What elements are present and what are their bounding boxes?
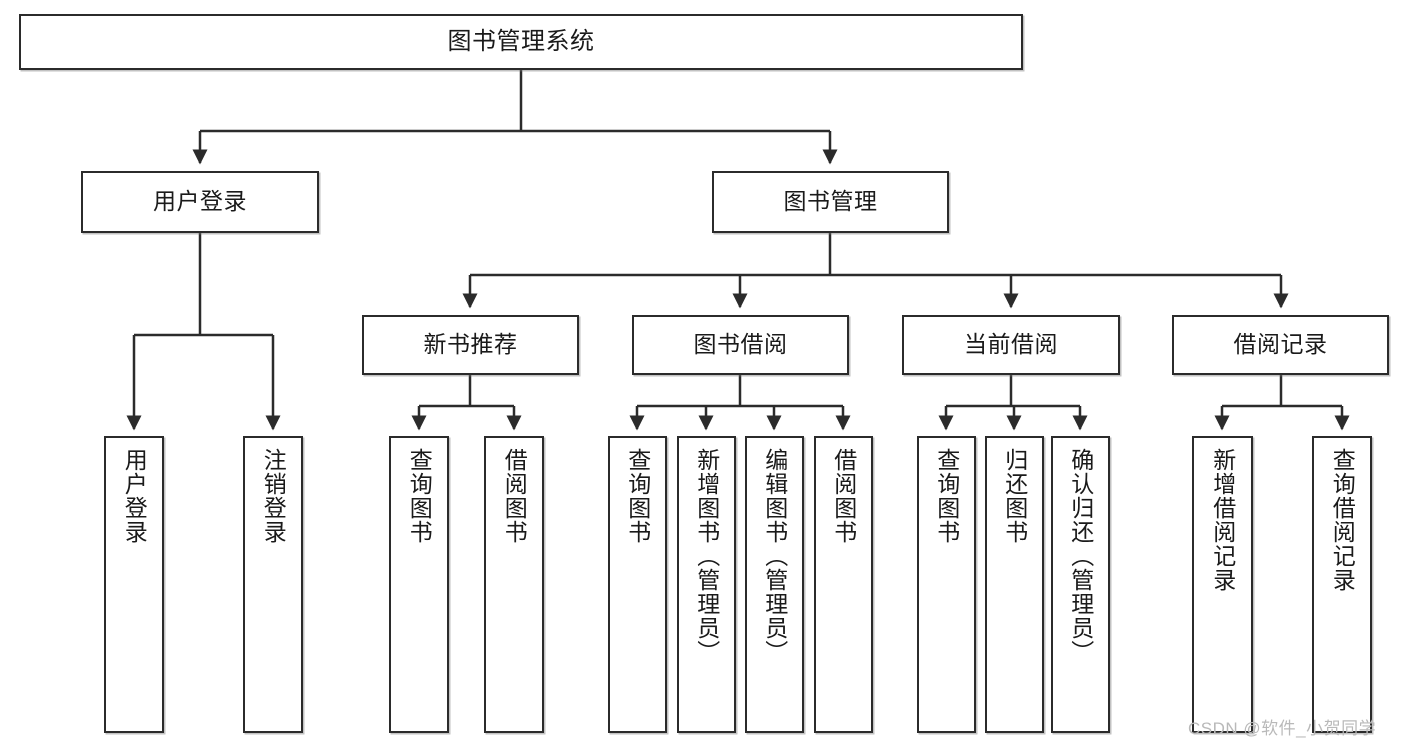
node-leaf-query-book-3[interactable]: 查询图书 <box>917 436 976 733</box>
node-leaf-add-record-label: 新增借阅记录 <box>1209 448 1236 592</box>
node-leaf-confirm-return[interactable]: 确认归还（管理员） <box>1051 436 1110 733</box>
node-new-book-recommend[interactable]: 新书推荐 <box>362 315 579 375</box>
node-leaf-logout-label: 注销登录 <box>260 448 287 544</box>
node-borrow-record[interactable]: 借阅记录 <box>1172 315 1389 375</box>
node-leaf-user-login-label: 用户登录 <box>121 448 148 544</box>
node-borrow-record-label: 借阅记录 <box>1233 331 1328 358</box>
node-leaf-user-login[interactable]: 用户登录 <box>104 436 164 733</box>
node-new-book-recommend-label: 新书推荐 <box>423 331 518 358</box>
node-leaf-confirm-return-label: 确认归还（管理员） <box>1067 448 1094 664</box>
node-leaf-borrow-book-2-label: 借阅图书 <box>830 448 857 544</box>
node-leaf-return-book[interactable]: 归还图书 <box>985 436 1044 733</box>
node-leaf-query-book-1-label: 查询图书 <box>406 448 433 544</box>
node-book-manage-label: 图书管理 <box>783 188 878 215</box>
node-current-borrow-label: 当前借阅 <box>964 331 1058 358</box>
watermark-text: CSDN @软件_小贺同学 <box>1188 719 1377 738</box>
node-leaf-query-record[interactable]: 查询借阅记录 <box>1312 436 1372 733</box>
node-current-borrow[interactable]: 当前借阅 <box>902 315 1120 375</box>
node-leaf-query-book-1[interactable]: 查询图书 <box>389 436 449 733</box>
node-user-login-label: 用户登录 <box>153 188 247 215</box>
node-leaf-edit-book[interactable]: 编辑图书（管理员） <box>745 436 804 733</box>
node-leaf-add-book-label: 新增图书（管理员） <box>693 448 720 664</box>
node-leaf-edit-book-label: 编辑图书（管理员） <box>761 448 788 664</box>
node-leaf-return-book-label: 归还图书 <box>1001 448 1028 544</box>
node-leaf-borrow-book-1-label: 借阅图书 <box>501 448 528 544</box>
node-leaf-query-book-2-label: 查询图书 <box>624 448 651 544</box>
node-leaf-add-record[interactable]: 新增借阅记录 <box>1192 436 1253 733</box>
node-leaf-borrow-book-1[interactable]: 借阅图书 <box>484 436 544 733</box>
node-leaf-logout[interactable]: 注销登录 <box>243 436 303 733</box>
node-leaf-query-book-2[interactable]: 查询图书 <box>608 436 667 733</box>
node-leaf-add-book[interactable]: 新增图书（管理员） <box>677 436 736 733</box>
node-leaf-query-record-label: 查询借阅记录 <box>1329 448 1356 592</box>
node-root[interactable]: 图书管理系统 <box>19 14 1023 70</box>
node-user-login[interactable]: 用户登录 <box>81 171 319 233</box>
node-book-borrow-label: 图书借阅 <box>693 331 788 358</box>
node-book-borrow[interactable]: 图书借阅 <box>632 315 849 375</box>
node-root-label: 图书管理系统 <box>447 27 595 55</box>
node-book-manage[interactable]: 图书管理 <box>712 171 949 233</box>
node-leaf-borrow-book-2[interactable]: 借阅图书 <box>814 436 873 733</box>
node-leaf-query-book-3-label: 查询图书 <box>933 448 960 544</box>
